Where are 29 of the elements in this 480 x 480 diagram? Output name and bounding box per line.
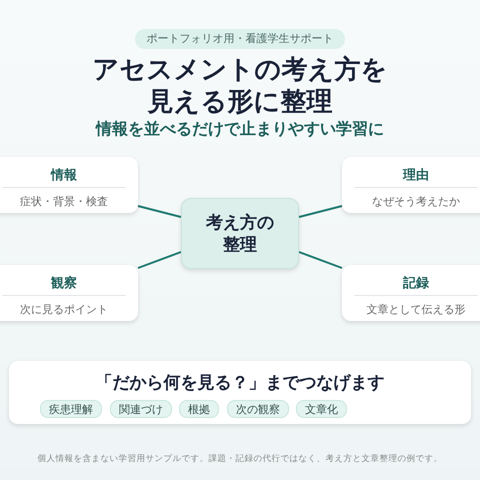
- footnote: 個人情報を含まない学習用サンプルです。課題・記録の代行ではなく、考え方と文章整理の例です。: [36, 453, 444, 465]
- connector-line: [138, 251, 182, 269]
- keyword-tag: 関連づけ: [110, 400, 172, 418]
- keyword-tag: 文章化: [296, 400, 347, 418]
- title: アセスメントの考え方を見える形に整理: [92, 54, 388, 118]
- card-heading: 記録: [402, 275, 430, 292]
- topic-card: [0, 265, 138, 321]
- card-text: なぜそう考えたか: [354, 187, 478, 209]
- summary-card: [9, 361, 471, 424]
- topic-card: [0, 157, 138, 213]
- top-badge: ポートフォリオ用・看護学生サポート: [135, 29, 345, 49]
- keyword-tag: 疾患理解: [40, 400, 102, 418]
- connector-line: [298, 205, 342, 218]
- subtitle: 情報を並べるだけで止まりやすい学習に: [94, 119, 385, 140]
- keyword-tag: 根拠: [179, 400, 219, 418]
- keyword-tag: 次の観察: [227, 400, 289, 418]
- card-heading: 観察: [50, 274, 78, 292]
- card-text: 症状・背景・検査: [2, 187, 126, 209]
- center-box: [181, 198, 299, 269]
- topic-card: [342, 157, 480, 213]
- card-heading: 理由: [402, 167, 430, 184]
- topic-card: [342, 265, 480, 321]
- center-text: 考え方の整理: [205, 212, 275, 256]
- connector-line: [298, 251, 342, 269]
- card-text: 文章として伝える形: [354, 295, 478, 317]
- connector-line: [138, 205, 182, 218]
- card-heading: 「だから何を見る？」までつなげます: [94, 372, 386, 394]
- card-text: 次に見るポイント: [2, 295, 126, 317]
- card-heading: 情報: [50, 167, 78, 184]
